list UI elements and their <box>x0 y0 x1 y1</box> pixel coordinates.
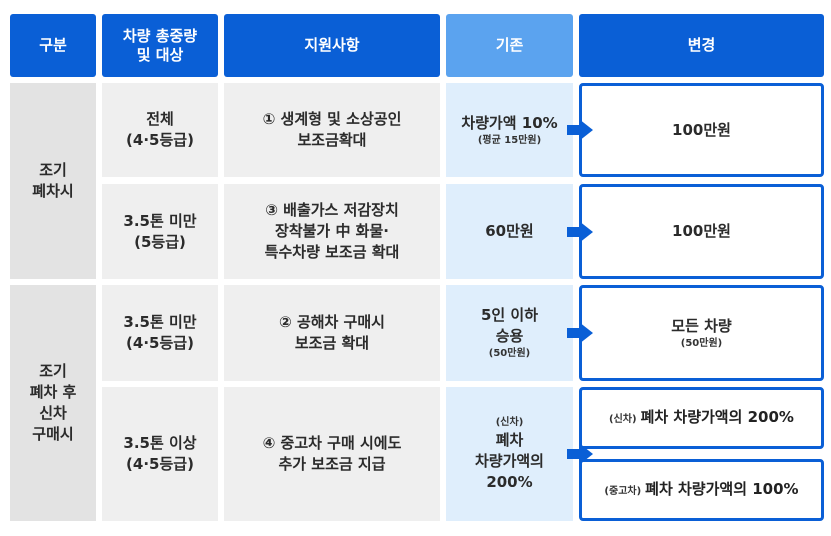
group-early-scrap-new: 조기 폐차 후 신차 구매시 <box>10 285 96 521</box>
row2-target: 3.5톤 미만 (5등급) <box>102 184 218 279</box>
row1-target: 전체 (4·5등급) <box>102 83 218 177</box>
header-target: 차량 총중량 및 대상 <box>102 14 218 77</box>
row4-changed-used-pre: (중고차) <box>604 485 642 497</box>
header-existing: 기존 <box>446 14 573 77</box>
group-early-scrap-text: 조기 폐차시 <box>32 161 74 200</box>
row4-changed-used: (중고차) 폐차 차량가액의 100% <box>579 459 824 521</box>
row4-changed-used-line: (중고차) 폐차 차량가액의 100% <box>604 479 798 502</box>
arrow-right-icon <box>567 119 593 141</box>
header-target-line1: 차량 총중량 <box>122 26 198 45</box>
row2-support-text: ③ 배출가스 저감장치 장착불가 中 화물· 특수차량 보조금 확대 <box>264 201 400 261</box>
header-target-line2: 및 대상 <box>136 45 184 64</box>
row3-existing-main: 5인 이하 승용 <box>480 306 539 345</box>
row1-support: ① 생계형 및 소상공인 보조금확대 <box>224 83 440 177</box>
row1-existing-note: (평균 15만원) <box>477 134 542 146</box>
row4-target: 3.5톤 이상 (4·5등급) <box>102 387 218 521</box>
row4-existing: (신차) 폐차 차량가액의 200% <box>446 387 573 521</box>
row2-target-text: 3.5톤 미만 (5등급) <box>123 211 197 251</box>
arrow-right-icon <box>567 443 593 465</box>
row2-support: ③ 배출가스 저감장치 장착불가 中 화물· 특수차량 보조금 확대 <box>224 184 440 279</box>
row4-changed-new-main: 폐차 차량가액의 200% <box>640 407 794 426</box>
row4-existing-pre: (신차) <box>495 416 524 428</box>
header-support: 지원사항 <box>224 14 440 77</box>
header-changed-text: 변경 <box>687 36 716 54</box>
row4-changed-new-line: (신차) 폐차 차량가액의 200% <box>609 407 794 430</box>
row3-changed-main: 모든 차량 <box>671 316 732 335</box>
row1-changed: 100만원 <box>579 83 824 177</box>
row3-changed: 모든 차량 (50만원) <box>579 285 824 381</box>
row2-changed: 100만원 <box>579 184 824 279</box>
group-early-scrap: 조기 폐차시 <box>10 83 96 279</box>
row3-existing-note: (50만원) <box>488 348 531 359</box>
row4-target-text: 3.5톤 이상 (4·5등급) <box>123 434 197 473</box>
group-early-scrap-new-text: 조기 폐차 후 신차 구매시 <box>29 362 77 443</box>
row4-changed-used-main: 폐차 차량가액의 100% <box>645 479 799 498</box>
header-changed: 변경 <box>579 14 824 77</box>
row2-existing: 60만원 <box>446 184 573 279</box>
row3-support-text: ② 공해차 구매시 보조금 확대 <box>279 313 385 352</box>
row1-existing: 차량가액 10% (평균 15만원) <box>446 83 573 177</box>
row2-existing-main: 60만원 <box>485 222 534 240</box>
row4-changed-new: (신차) 폐차 차량가액의 200% <box>579 387 824 449</box>
row3-target: 3.5톤 미만 (4·5등급) <box>102 285 218 381</box>
header-category: 구분 <box>10 14 96 77</box>
row3-changed-note: (50만원) <box>680 337 723 349</box>
header-category-text: 구분 <box>39 36 67 54</box>
arrow-right-icon <box>567 322 593 344</box>
row4-support: ④ 중고차 구매 시에도 추가 보조금 지급 <box>224 387 440 521</box>
row3-target-text: 3.5톤 미만 (4·5등급) <box>123 313 197 352</box>
row4-existing-main: 폐차 차량가액의 200% <box>474 430 544 491</box>
row3-support: ② 공해차 구매시 보조금 확대 <box>224 285 440 381</box>
header-support-text: 지원사항 <box>304 36 360 54</box>
row1-target-text: 전체 (4·5등급) <box>126 110 194 149</box>
row1-support-text: ① 생계형 및 소상공인 보조금확대 <box>262 110 402 149</box>
row1-existing-main: 차량가액 10% <box>461 113 558 132</box>
header-existing-text: 기존 <box>495 36 524 54</box>
row4-support-text: ④ 중고차 구매 시에도 추가 보조금 지급 <box>262 434 402 473</box>
row4-changed-new-pre: (신차) <box>609 413 637 425</box>
row3-existing: 5인 이하 승용 (50만원) <box>446 285 573 381</box>
row2-changed-text: 100만원 <box>672 222 731 240</box>
row1-changed-text: 100만원 <box>672 120 731 139</box>
arrow-right-icon <box>567 221 593 243</box>
